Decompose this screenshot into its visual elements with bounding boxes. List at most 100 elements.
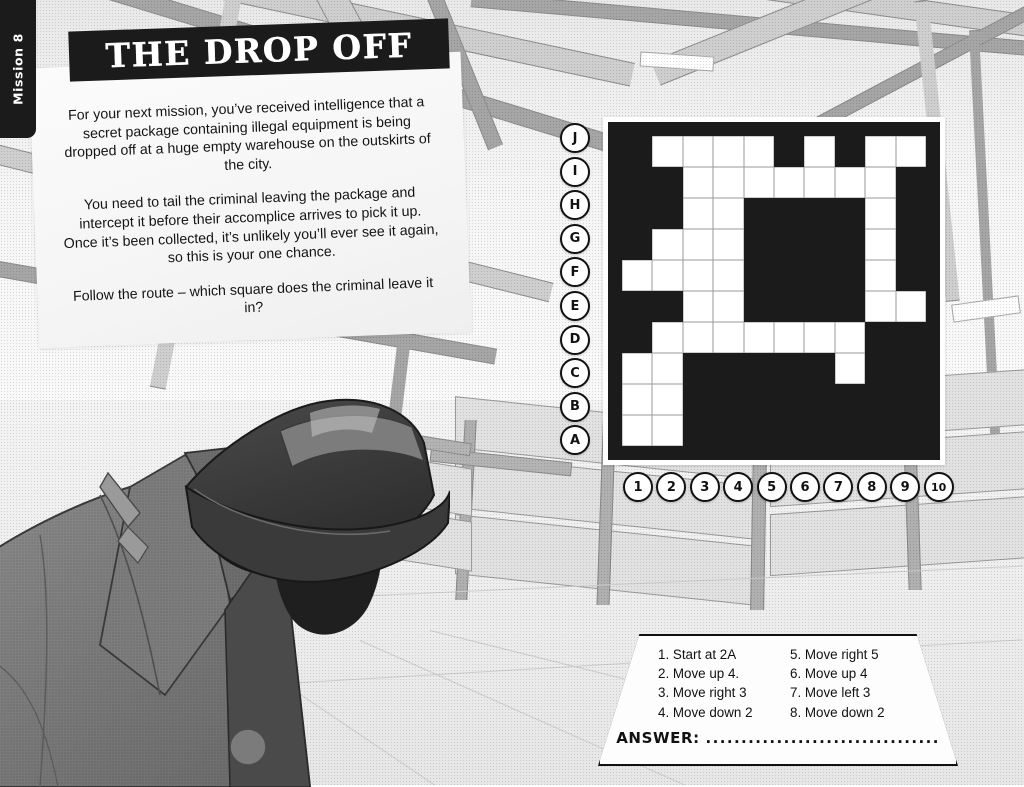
grid-cell-2A[interactable] [652,415,683,446]
grid-cell-5I[interactable] [743,167,774,198]
grid-cell-9H[interactable] [865,198,896,229]
grid-cell-4H[interactable] [713,198,744,229]
grid-cell-7H[interactable] [804,198,835,229]
grid-cell-2F[interactable] [652,260,683,291]
grid-cell-3J[interactable] [682,136,714,167]
grid-cell-2J[interactable] [652,136,683,167]
grid-cell-1G[interactable] [622,229,653,260]
grid-cell-10A[interactable] [895,415,926,446]
grid-cell-6C[interactable] [773,353,805,384]
grid-cell-8J[interactable] [834,136,866,167]
grid-cell-6B[interactable] [773,384,805,415]
grid-cell-9F[interactable] [865,260,896,291]
grid-cell-9E[interactable] [865,291,896,322]
grid-cell-5B[interactable] [743,384,774,415]
grid-cell-6J[interactable] [773,136,805,167]
grid-cell-8I[interactable] [834,167,866,198]
grid-cell-8F[interactable] [834,260,866,291]
grid-cell-4C[interactable] [713,353,744,384]
grid-cell-3G[interactable] [682,229,714,260]
grid-cell-2E[interactable] [652,291,683,322]
grid-cell-1J[interactable] [622,136,653,167]
grid-cell-6E[interactable] [773,291,805,322]
grid-cell-6A[interactable] [773,415,805,446]
grid-cell-5J[interactable] [743,136,774,167]
grid-cell-1F[interactable] [622,260,653,291]
grid-cell-9I[interactable] [865,167,896,198]
grid-cell-2B[interactable] [652,384,683,415]
grid-cell-4F[interactable] [713,260,744,291]
grid-cell-9J[interactable] [865,136,896,167]
grid-cell-8A[interactable] [834,415,866,446]
grid-cell-7I[interactable] [804,167,835,198]
grid-cell-8E[interactable] [834,291,866,322]
grid-cell-1H[interactable] [622,198,653,229]
grid-cell-2I[interactable] [652,167,683,198]
grid-cell-5H[interactable] [743,198,774,229]
grid-cell-5D[interactable] [743,322,774,353]
grid-cell-3C[interactable] [682,353,714,384]
grid-cell-1C[interactable] [622,353,653,384]
answer-line[interactable]: ANSWER: ................................… [598,729,958,747]
grid-cell-2H[interactable] [652,198,683,229]
grid-cell-7A[interactable] [804,415,835,446]
grid-cell-6G[interactable] [773,229,805,260]
grid-cell-7B[interactable] [804,384,835,415]
grid-cell-7J[interactable] [804,136,835,167]
grid-cell-5G[interactable] [743,229,774,260]
grid-cell-1B[interactable] [622,384,653,415]
grid-cell-2C[interactable] [652,353,683,384]
grid-cell-10I[interactable] [895,167,926,198]
grid-cell-6D[interactable] [773,322,805,353]
grid-cell-10G[interactable] [895,229,926,260]
grid-cell-4I[interactable] [713,167,744,198]
grid-cell-3E[interactable] [682,291,714,322]
grid-cell-8D[interactable] [834,322,866,353]
grid-cell-3H[interactable] [682,198,714,229]
grid-cell-1D[interactable] [622,322,653,353]
grid-cell-1A[interactable] [622,415,653,446]
grid-cell-4G[interactable] [713,229,744,260]
grid-cell-3A[interactable] [682,415,714,446]
grid-cell-8H[interactable] [834,198,866,229]
grid-cell-3I[interactable] [682,167,714,198]
grid-cell-8G[interactable] [834,229,866,260]
grid-cell-5A[interactable] [743,415,774,446]
grid-cell-7F[interactable] [804,260,835,291]
grid-cell-4E[interactable] [713,291,744,322]
grid-cell-9C[interactable] [865,353,896,384]
grid-cell-10H[interactable] [895,198,926,229]
grid-cell-6F[interactable] [773,260,805,291]
grid-cell-5F[interactable] [743,260,774,291]
grid-cell-10B[interactable] [895,384,926,415]
grid-cell-3F[interactable] [682,260,714,291]
grid-cell-10J[interactable] [895,136,926,167]
grid-cell-10D[interactable] [895,322,926,353]
grid-cell-2D[interactable] [652,322,683,353]
grid-cell-9D[interactable] [865,322,896,353]
grid-cell-3B[interactable] [682,384,714,415]
grid-cell-10F[interactable] [895,260,926,291]
grid-cell-7E[interactable] [804,291,835,322]
grid-cell-7G[interactable] [804,229,835,260]
answer-blank[interactable]: ................................. [705,729,940,747]
grid-cell-5C[interactable] [743,353,774,384]
grid-cell-4D[interactable] [713,322,744,353]
grid-cell-6I[interactable] [773,167,805,198]
grid-cell-2G[interactable] [652,229,683,260]
grid-cell-7C[interactable] [804,353,835,384]
grid-cell-4B[interactable] [713,384,744,415]
grid-cell-8B[interactable] [834,384,866,415]
grid-cell-9A[interactable] [865,415,896,446]
grid-cell-4A[interactable] [713,415,744,446]
grid-cell-9B[interactable] [865,384,896,415]
grid-cell-9G[interactable] [865,229,896,260]
grid-cell-1E[interactable] [622,291,653,322]
grid-cell-8C[interactable] [834,353,866,384]
grid-cell-4J[interactable] [713,136,744,167]
grid-cell-6H[interactable] [773,198,805,229]
grid-cell-7D[interactable] [804,322,835,353]
grid-cell-5E[interactable] [743,291,774,322]
grid-cell-10E[interactable] [895,291,926,322]
grid-cell-3D[interactable] [682,322,714,353]
